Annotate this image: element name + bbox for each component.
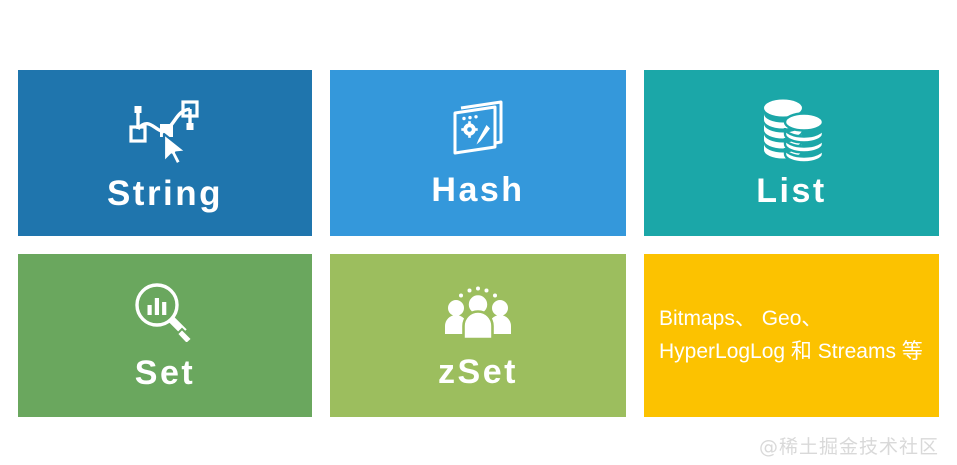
watermark: @稀土掘金技术社区 — [758, 436, 939, 458]
stacked-panels-gear-wrench-icon — [445, 99, 511, 161]
tile-hash[interactable]: Hash — [330, 70, 626, 236]
tile-label-hash: Hash — [431, 171, 525, 209]
other-types-line-1: Bitmaps、 Geo、 — [659, 306, 823, 330]
tile-zset[interactable]: zSet — [330, 254, 626, 417]
tile-label-set: Set — [134, 353, 196, 392]
tile-label-list: List — [756, 172, 827, 210]
redis-data-types-grid: String — [18, 70, 939, 417]
tile-other-types[interactable]: Bitmaps、 Geo、 HyperLogLog 和 Streams 等 — [644, 254, 939, 417]
tile-set[interactable]: Set — [18, 254, 312, 417]
tile-label-zset: zSet — [438, 352, 518, 391]
other-types-line-2: HyperLogLog 和 Streams 等 — [659, 339, 923, 363]
other-types-text: Bitmaps、 Geo、 HyperLogLog 和 Streams 等 — [659, 303, 923, 368]
coin-stacks-icon — [753, 98, 831, 164]
tile-string[interactable]: String — [18, 70, 312, 236]
magnifier-bar-chart-icon — [132, 282, 198, 345]
tile-list[interactable]: List — [644, 70, 939, 236]
tile-label-string: String — [106, 173, 224, 213]
user-group-icon — [441, 283, 515, 341]
bezier-path-node-cursor-icon — [123, 96, 207, 166]
